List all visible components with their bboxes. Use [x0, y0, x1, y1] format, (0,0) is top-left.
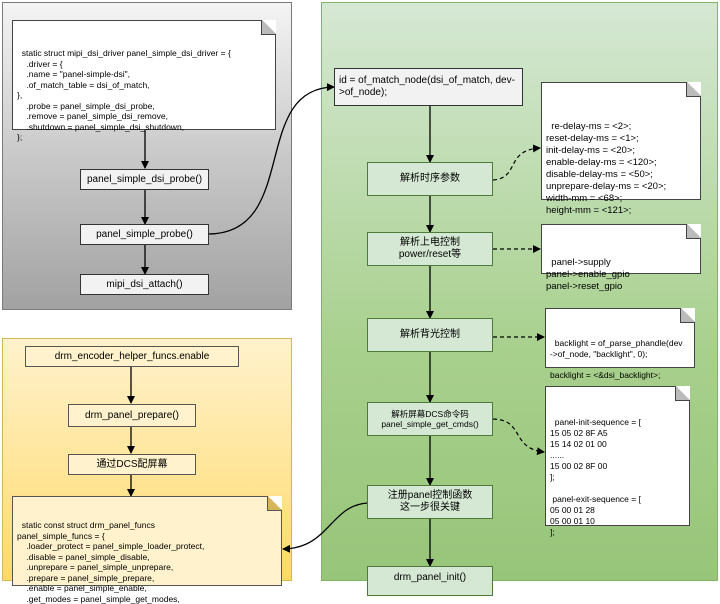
register-funcs-label: 注册panel控制函数 这一步很关键: [387, 490, 473, 513]
backlight-note: backlight = of_parse_phandle(dev ->of_no…: [545, 308, 695, 380]
encoder-enable-label: drm_encoder_helper_funcs.enable: [54, 350, 210, 362]
timing-params-text: re-delay-ms = <2>; reset-delay-ms = <1>;…: [546, 121, 667, 216]
dcs-sequence-text: panel-init-sequence = [ 15 05 02 8F A5 1…: [550, 417, 641, 537]
parse-backlight-box: 解析背光控制: [367, 318, 493, 352]
dcs-sequence-note: panel-init-sequence = [ 15 05 02 8F A5 1…: [545, 386, 690, 537]
parse-backlight-label: 解析背光控制: [400, 329, 460, 340]
parse-power-label: 解析上电控制 power/reset等: [398, 237, 462, 260]
simple-probe-label: panel_simple_probe(): [96, 228, 193, 240]
note-fold-corner: [680, 308, 695, 323]
encoder-enable-box: drm_encoder_helper_funcs.enable: [25, 346, 239, 367]
note-fold-corner: [267, 496, 282, 511]
parse-timing-label: 解析时序参数: [400, 173, 460, 184]
note-fold-corner: [686, 82, 701, 97]
note-fold-corner: [675, 386, 690, 401]
parse-dcs-label: 解析屏幕DCS命令码 panel_simple_get_cmds(): [381, 409, 479, 429]
parse-power-box: 解析上电控制 power/reset等: [367, 232, 493, 266]
match-node-label: id = of_match_node(dsi_of_match, dev->of…: [339, 75, 515, 98]
dsi-driver-struct-text: static struct mipi_dsi_driver panel_simp…: [17, 48, 231, 142]
panel-init-box: drm_panel_init(): [367, 566, 493, 596]
timing-params-note: re-delay-ms = <2>; reset-delay-ms = <1>;…: [541, 82, 701, 216]
simple-probe-box: panel_simple_probe(): [80, 224, 209, 245]
dcs-config-label: 通过DCS配屏幕: [96, 458, 168, 470]
panel-init-label: drm_panel_init(): [393, 572, 467, 583]
dsi-probe-label: panel_simple_dsi_probe(): [86, 173, 203, 185]
register-funcs-box: 注册panel控制函数 这一步很关键: [367, 485, 493, 519]
panel-prepare-box: drm_panel_prepare(): [68, 404, 196, 427]
match-node-box: id = of_match_node(dsi_of_match, dev->of…: [334, 68, 523, 106]
backlight-text: backlight = of_parse_phandle(dev ->of_no…: [550, 338, 683, 380]
dsi-attach-box: mipi_dsi_attach(): [80, 274, 209, 295]
dcs-config-box: 通过DCS配屏幕: [68, 454, 196, 475]
dsi-driver-struct-note: static struct mipi_dsi_driver panel_simp…: [12, 20, 276, 142]
panel-funcs-text: static const struct drm_panel_funcs pane…: [17, 520, 205, 604]
dsi-probe-box: panel_simple_dsi_probe(): [80, 169, 209, 190]
power-control-text: panel->supply panel->enable_gpio panel->…: [546, 257, 630, 292]
dsi-attach-label: mipi_dsi_attach(): [106, 278, 183, 290]
panel-prepare-label: drm_panel_prepare(): [85, 409, 179, 421]
parse-dcs-box: 解析屏幕DCS命令码 panel_simple_get_cmds(): [367, 402, 493, 436]
power-control-note: panel->supply panel->enable_gpio panel->…: [541, 224, 701, 292]
note-fold-corner: [686, 224, 701, 239]
note-fold-corner: [261, 20, 276, 35]
parse-timing-box: 解析时序参数: [367, 162, 493, 196]
panel-funcs-note: static const struct drm_panel_funcs pane…: [12, 496, 282, 604]
